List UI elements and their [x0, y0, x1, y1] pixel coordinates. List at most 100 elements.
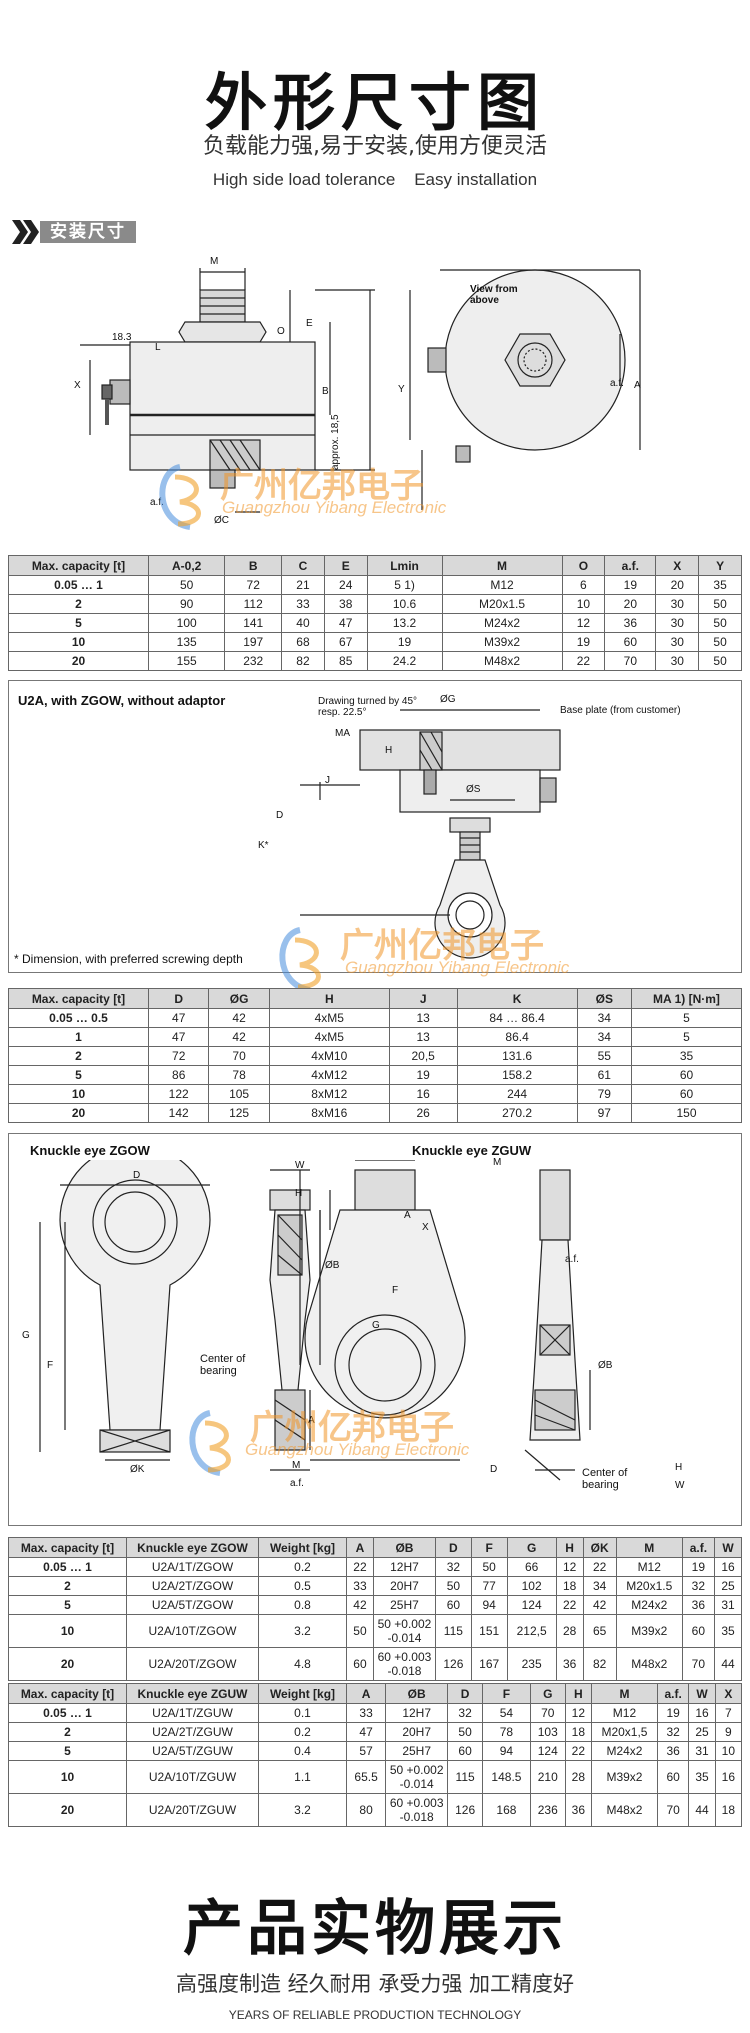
dim-label-ok: ØK	[130, 1464, 145, 1475]
table-cell: 25	[688, 1722, 716, 1742]
double-chevron-icon	[12, 220, 39, 244]
dim-label-a-right: A	[404, 1210, 411, 1221]
table-cell: 80	[345, 1793, 387, 1827]
th-w: W	[688, 1683, 716, 1704]
table-cell: 50	[470, 1557, 508, 1577]
table-cell: 155	[147, 651, 226, 671]
drawing-frame-u2a-zgow	[8, 680, 742, 973]
table-cell: 25H7	[372, 1595, 436, 1615]
dim-label-x: X	[74, 380, 81, 391]
th-af: a.f.	[604, 555, 657, 576]
table-cell: 57	[345, 1741, 387, 1761]
knuckle-eye-drawing	[39, 1160, 591, 1481]
table-cell: 167	[470, 1647, 508, 1681]
table-cell: 50	[346, 1614, 374, 1648]
table-cell: 10.6	[366, 594, 443, 614]
table-cell: 22	[582, 1557, 617, 1577]
dim-label-y: Y	[398, 384, 405, 395]
table-cell: 61	[576, 1065, 633, 1085]
center-of-bearing-left: Center of bearing	[200, 1353, 246, 1377]
table-cell: 70	[208, 1046, 270, 1066]
table-cell: M24x2	[615, 1595, 683, 1615]
table-cell: 126	[434, 1647, 472, 1681]
th-f: F	[482, 1683, 531, 1704]
th-m: M	[590, 1683, 658, 1704]
table-cell: 131.6	[456, 1046, 578, 1066]
table-cell: 50	[434, 1576, 472, 1596]
th-ob: ØB	[372, 1537, 436, 1558]
table-cell: 28	[555, 1614, 584, 1648]
th-weight: Weight [kg]	[258, 1683, 347, 1704]
page-title: 外形尺寸图	[204, 66, 545, 139]
dim-label-m-left: M	[292, 1460, 301, 1471]
load-cell-drawing	[80, 268, 641, 513]
th-d: D	[434, 1537, 472, 1558]
table-cell: 31	[713, 1595, 743, 1615]
watermark-logo-icon	[159, 464, 201, 530]
knuckle-eye-zgow-table: Max. capacity [t] Knuckle eye ZGOW Weigh…	[8, 1537, 743, 1681]
table-cell: 235	[506, 1647, 557, 1681]
table-cell: 34	[576, 1027, 633, 1047]
table-cell: U2A/1T/ZGOW	[126, 1557, 259, 1577]
table-cell: 5	[8, 1595, 127, 1615]
table-cell: U2A/5T/ZGOW	[126, 1595, 259, 1615]
table-cell: 0.05 … 0.5	[8, 1008, 149, 1028]
dim-label-ob-right: ØB	[598, 1360, 613, 1371]
table-cell: 42	[208, 1027, 270, 1047]
th-c: C	[281, 555, 325, 576]
table-cell: U2A/20T/ZGUW	[126, 1793, 259, 1827]
table-cell: 44	[713, 1647, 743, 1681]
table-cell: 97	[576, 1103, 633, 1123]
footer-title: 产品实物展示	[183, 1894, 567, 1964]
table-cell: M39x2	[441, 632, 563, 652]
table-cell: 60 +0.003 -0.018	[385, 1793, 449, 1827]
table-cell: 3.2	[258, 1793, 347, 1827]
th-a: A	[345, 1683, 387, 1704]
table-cell: 19	[656, 1703, 690, 1723]
table-cell: 10	[561, 594, 606, 614]
drawing-title-zguw: Knuckle eye ZGUW	[412, 1143, 532, 1158]
table-cell: 12	[564, 1703, 592, 1723]
table-cell: M39x2	[590, 1760, 658, 1794]
table-cell: 244	[456, 1084, 578, 1104]
th-lmin: Lmin	[366, 555, 443, 576]
table-cell: 5	[8, 613, 149, 633]
th-capacity: Max. capacity [t]	[8, 1683, 127, 1704]
table-cell: 19	[561, 632, 606, 652]
table-cell: M48x2	[441, 651, 563, 671]
table-cell: 20	[8, 1793, 127, 1827]
dim-label-af-right: a.f.	[565, 1254, 579, 1265]
watermark-en: Guangzhou Yibang Electronic	[245, 1440, 470, 1459]
table-cell: 103	[529, 1722, 566, 1742]
table-cell: M20x1.5	[441, 594, 563, 614]
table-cell: U2A/10T/ZGOW	[126, 1614, 259, 1648]
table-cell: 12H7	[385, 1703, 449, 1723]
table-cell: 70	[604, 651, 657, 671]
table-cell: 115	[434, 1614, 472, 1648]
table-cell: 85	[323, 651, 368, 671]
table-cell: 47	[345, 1722, 387, 1742]
table-cell: 34	[582, 1576, 617, 1596]
table-header-row: Max. capacity [t] Knuckle eye ZGOW Weigh…	[8, 1537, 743, 1558]
table-cell: 36	[656, 1741, 690, 1761]
table-cell: M12	[441, 575, 563, 595]
table-cell: 32	[434, 1557, 472, 1577]
table-cell: 18	[555, 1576, 584, 1596]
center-of-bearing-right: Center of bearing	[582, 1467, 628, 1491]
table-cell: 13	[388, 1027, 458, 1047]
table-cell: 18	[564, 1722, 592, 1742]
th-capacity: Max. capacity [t]	[8, 988, 149, 1009]
table-cell: 26	[388, 1103, 458, 1123]
table-cell: U2A/5T/ZGUW	[126, 1741, 259, 1761]
drawing-turned-label: Drawing turned by 45° resp. 22.5°	[318, 696, 418, 718]
table-cell: 54	[482, 1703, 531, 1723]
th-og: ØG	[208, 988, 270, 1009]
th-model: Knuckle eye ZGOW	[126, 1537, 259, 1558]
th-f: F	[470, 1537, 508, 1558]
watermark-logo-icon	[279, 927, 321, 993]
watermark-en: Guangzhou Yibang Electronic	[345, 958, 570, 977]
table-cell: 42	[208, 1008, 270, 1028]
